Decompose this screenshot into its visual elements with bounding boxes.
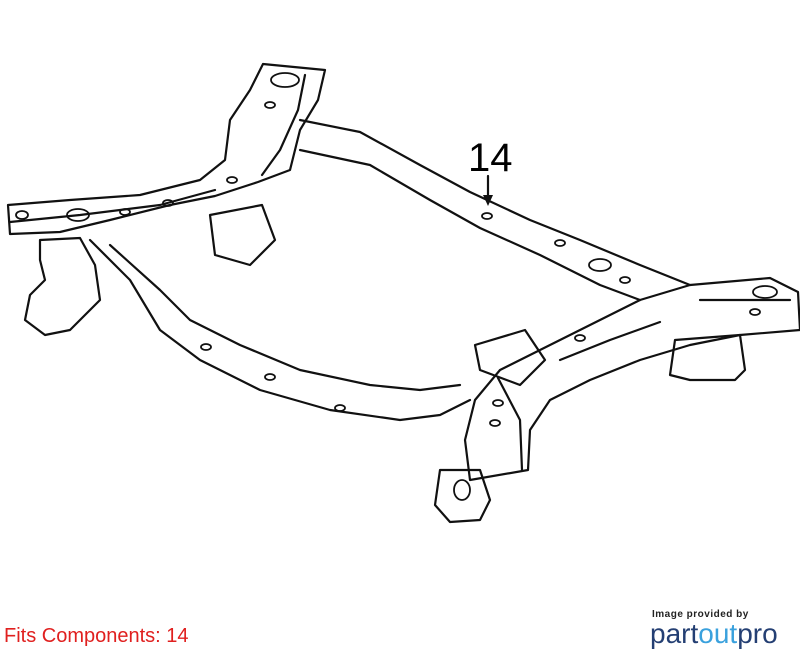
subframe-outline-left-mount (23, 236, 102, 337)
subframe-holes (15, 72, 778, 501)
fits-components-text: Fits Components: 14 (4, 625, 189, 647)
callout-label-14: 14 (468, 136, 513, 180)
brand-out: out (698, 618, 738, 649)
subframe-outline-right-mount (668, 333, 747, 382)
subframe-outline-left-rail (88, 238, 472, 422)
brand-part: part (650, 618, 699, 649)
subframe-outline-right-arm-inner (496, 298, 792, 472)
partoutpro-logo: partoutpro (650, 618, 778, 650)
subframe-outline-right-arm (463, 276, 800, 482)
subframe-outline-bottom-mount (433, 468, 492, 524)
subframe-outline-top-arm (6, 62, 327, 236)
subframe-outline-bracket-right (473, 328, 547, 387)
callout-arrow-14 (483, 174, 493, 206)
image-credit-text: Image provided by (652, 609, 749, 620)
subframe-outline-top-arm-inner (8, 73, 307, 224)
subframe-outline-right-rail (298, 118, 692, 302)
brand-pro: pro (737, 618, 778, 649)
subframe-outline-bracket-top (208, 203, 277, 267)
subframe-diagram (6, 62, 800, 524)
